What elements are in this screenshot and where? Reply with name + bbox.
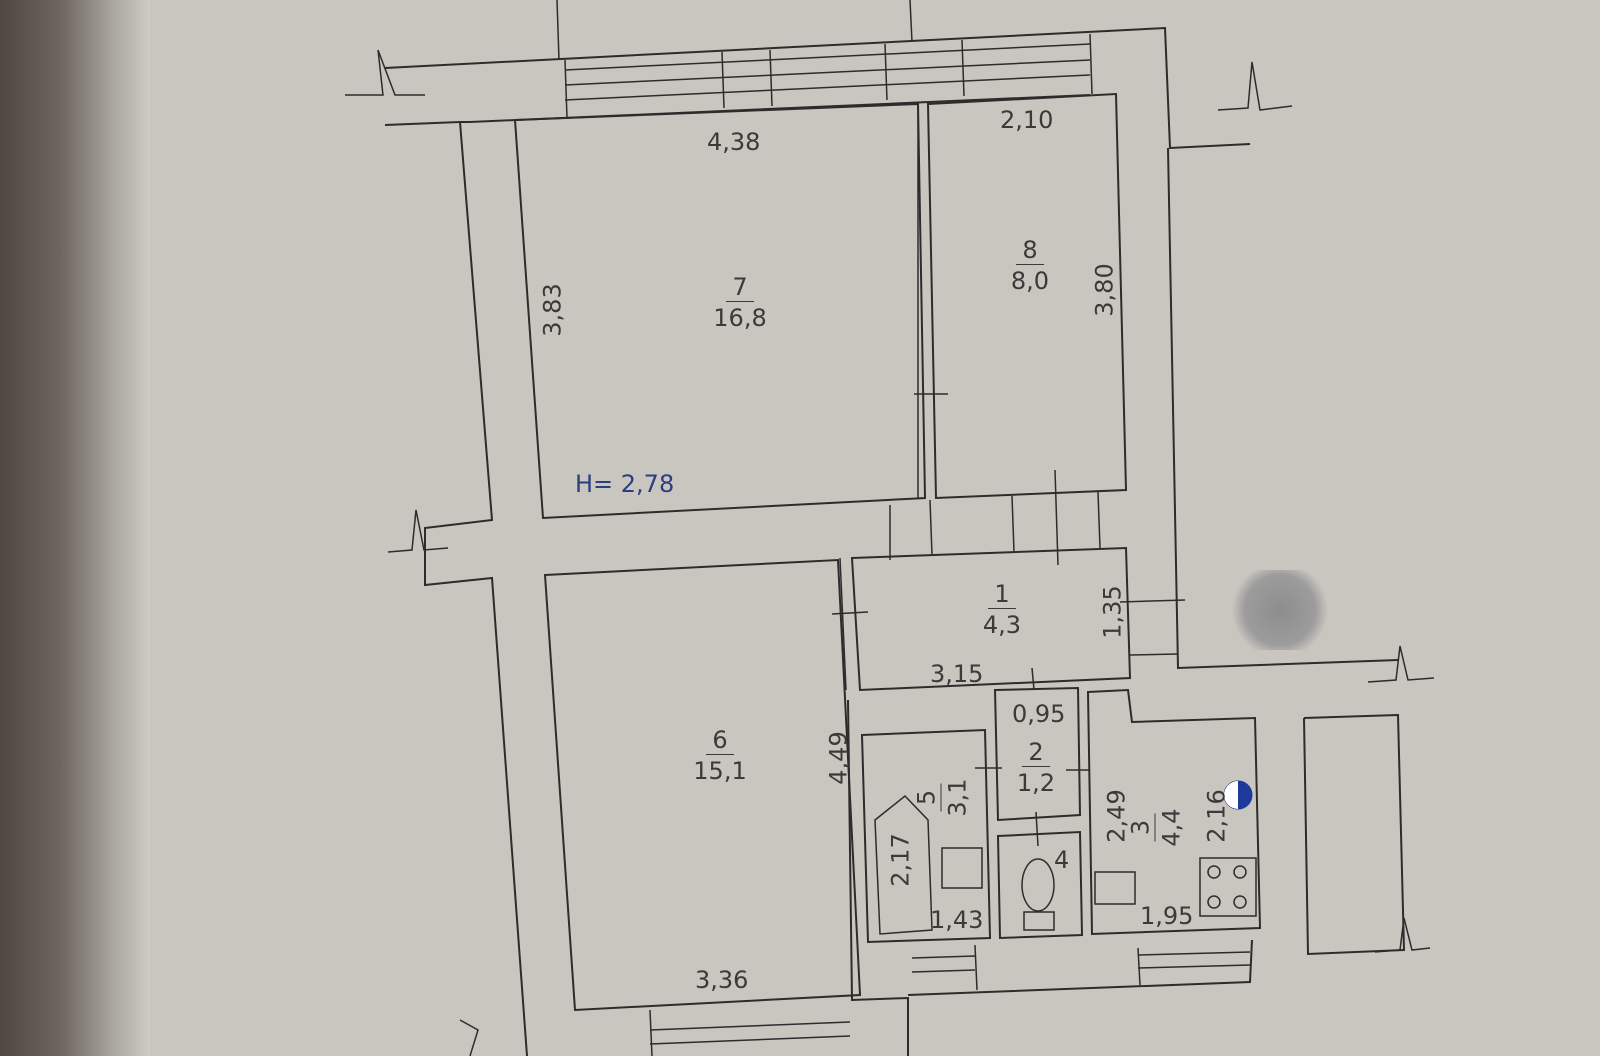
dim-room-8-width: 2,10 xyxy=(1000,106,1054,134)
dim-room-7-width: 4,38 xyxy=(707,128,761,156)
room-5-outline xyxy=(860,728,992,944)
dim-room-8-height: 3,80 xyxy=(1090,263,1119,317)
dim-bath-length: 2,17 xyxy=(886,833,915,887)
room-3-outline xyxy=(1086,688,1262,936)
dim-room-1-width: 3,15 xyxy=(930,660,984,688)
room-5-area: 3,1 xyxy=(943,778,972,817)
room-6-area: 15,1 xyxy=(693,757,747,785)
dim-room-6-width: 3,36 xyxy=(695,966,749,994)
ceiling-height-note: H= 2,78 xyxy=(575,470,675,498)
room-2-outline xyxy=(993,686,1082,822)
dim-room-2-width: 0,95 xyxy=(1012,700,1066,728)
room-6-outline xyxy=(543,558,862,1012)
room-6-number: 6 xyxy=(706,728,734,755)
bottom-window-room-6 xyxy=(649,1009,851,1056)
room-2-area: 1,2 xyxy=(1016,769,1056,797)
outer-wall-bottom xyxy=(847,699,909,1056)
room-3-area: 4,4 xyxy=(1157,808,1186,847)
dim-room-7-height: 3,83 xyxy=(538,283,567,337)
room-7-area: 16,8 xyxy=(713,304,767,332)
dim-room-3-width: 1,95 xyxy=(1140,902,1194,930)
break-mark-top-left xyxy=(345,49,425,96)
outer-wall-top-inner xyxy=(384,94,1091,126)
sink-room-5 xyxy=(941,847,983,889)
room-2-number: 2 xyxy=(1022,740,1050,767)
room-8-label: 8 8,0 xyxy=(990,238,1070,293)
outer-wall-top xyxy=(384,26,1251,150)
room-5-label: 5 3,1 xyxy=(913,758,972,838)
blurred-redaction xyxy=(1230,570,1330,650)
room-3-number: 3 xyxy=(1127,813,1156,842)
dim-room-5-width: 1,43 xyxy=(930,906,984,934)
bottom-window-right xyxy=(1137,947,1251,986)
dim-room-6-height: 4,49 xyxy=(824,731,853,785)
outer-wall-bottom-2 xyxy=(907,939,1253,996)
room-4-outline xyxy=(996,830,1084,940)
dim-room-1-height: 1,35 xyxy=(1098,585,1127,639)
break-mark-mid-right xyxy=(1367,645,1435,683)
toilet xyxy=(1021,858,1055,912)
outer-wall-left xyxy=(424,121,528,1056)
room-1-number: 1 xyxy=(988,582,1016,609)
stove xyxy=(1199,857,1257,917)
room-6-label: 6 15,1 xyxy=(680,728,760,783)
room-1-label: 1 4,3 xyxy=(962,582,1042,637)
top-window xyxy=(556,0,1093,119)
room-5-number: 5 xyxy=(913,783,942,812)
break-mark-mid-left xyxy=(387,509,449,553)
room-1-area: 4,3 xyxy=(982,611,1022,639)
room-7-outline xyxy=(513,102,927,520)
dim-room-3-height-a: 2,49 xyxy=(1102,789,1131,843)
scan-margin-shadow xyxy=(0,0,150,1056)
room-4-number: 4 xyxy=(1054,846,1070,874)
room-8-area: 8,0 xyxy=(1010,267,1050,295)
room-3-label: 3 4,4 xyxy=(1127,788,1186,868)
dim-room-3-height-b: 2,16 xyxy=(1202,789,1231,843)
room-8-outline xyxy=(926,92,1128,500)
room-7-number: 7 xyxy=(726,275,754,302)
bottom-window-left xyxy=(911,944,978,991)
outer-wall-right xyxy=(1167,147,1399,670)
break-mark-top-right xyxy=(1217,61,1293,111)
bathtub xyxy=(874,794,933,935)
room-8-number: 8 xyxy=(1016,238,1044,265)
outer-wall-right-lower xyxy=(1303,713,1406,956)
room-7-label: 7 16,8 xyxy=(700,275,780,330)
room-1-outline xyxy=(850,546,1132,692)
room-2-label: 2 1,2 xyxy=(996,740,1076,795)
